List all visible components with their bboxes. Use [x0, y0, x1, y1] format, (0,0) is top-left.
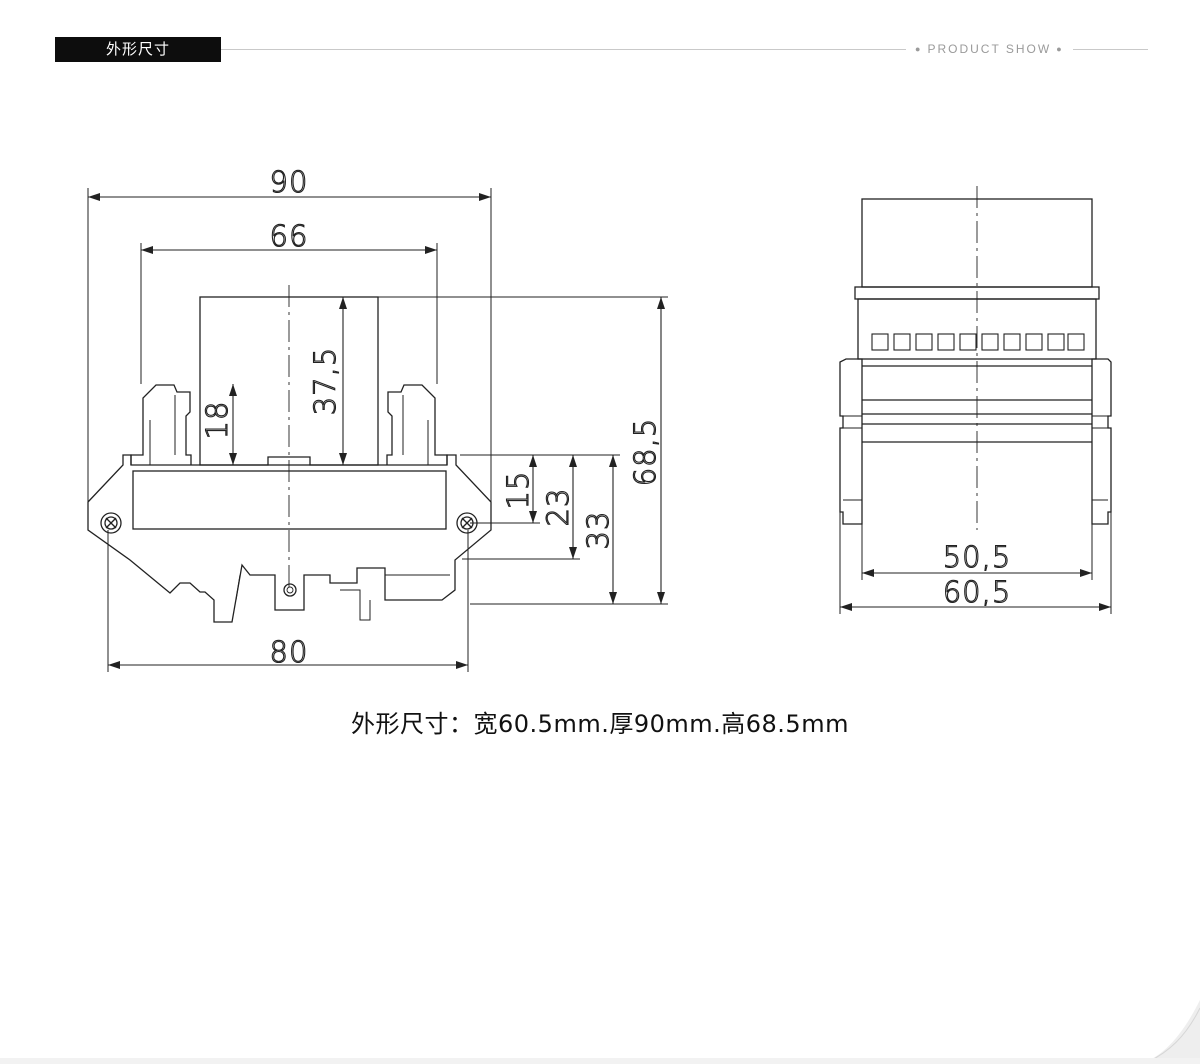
dimension-caption: 外形尺寸：宽60.5mm.厚90mm.高68.5mm	[351, 710, 849, 738]
rail-hole-icon	[283, 583, 297, 597]
side-view	[839, 186, 1112, 614]
side-extension-lines	[839, 512, 1112, 614]
screw-left-icon	[100, 512, 122, 534]
side-dimension-lines	[840, 569, 1111, 611]
dim-15-label: 15	[501, 471, 535, 510]
side-right-cap	[1091, 358, 1112, 525]
dim-18-label: 18	[200, 401, 234, 440]
side-left-cap	[839, 358, 863, 525]
bullet-dot-icon: ●	[1056, 44, 1064, 54]
left-connector	[130, 384, 192, 465]
front-view	[87, 188, 668, 672]
right-connector	[386, 384, 448, 465]
dim-66-label: 66	[270, 219, 309, 253]
base-body	[87, 454, 492, 623]
dim-80-label: 80	[270, 635, 309, 669]
header-rule	[221, 49, 906, 50]
terminal-slots	[871, 333, 1085, 351]
header-rule-tail	[1072, 48, 1148, 50]
page-curl-icon	[1140, 1000, 1200, 1064]
dim-50-5-label: 50,5	[943, 540, 1012, 574]
top-housing	[199, 296, 379, 466]
dim-23-label: 23	[541, 488, 575, 527]
bullet-dot-icon: ●	[915, 44, 923, 54]
side-dimension-labels: 50,5 60,5	[942, 539, 1012, 609]
dim-90-label: 90	[270, 165, 309, 199]
front-dimension-labels: 90 66 37,5 18 68,5 15 23 33 80	[199, 164, 662, 669]
section-title-tag: 外形尺寸	[55, 37, 221, 62]
dim-37-5-label: 37,5	[308, 347, 342, 416]
product-show-label: PRODUCT SHOW	[927, 42, 1052, 56]
dim-60-5-label: 60,5	[943, 575, 1012, 609]
dim-68-5-label: 68,5	[628, 418, 662, 487]
extension-lines	[87, 188, 668, 672]
product-show-caption: ● PRODUCT SHOW ●	[910, 41, 1148, 57]
dim-33-label: 33	[581, 511, 615, 550]
screw-right-icon	[456, 512, 478, 534]
dimension-lines	[88, 193, 665, 669]
bottom-strip	[0, 1058, 1200, 1064]
label-window	[132, 470, 447, 530]
